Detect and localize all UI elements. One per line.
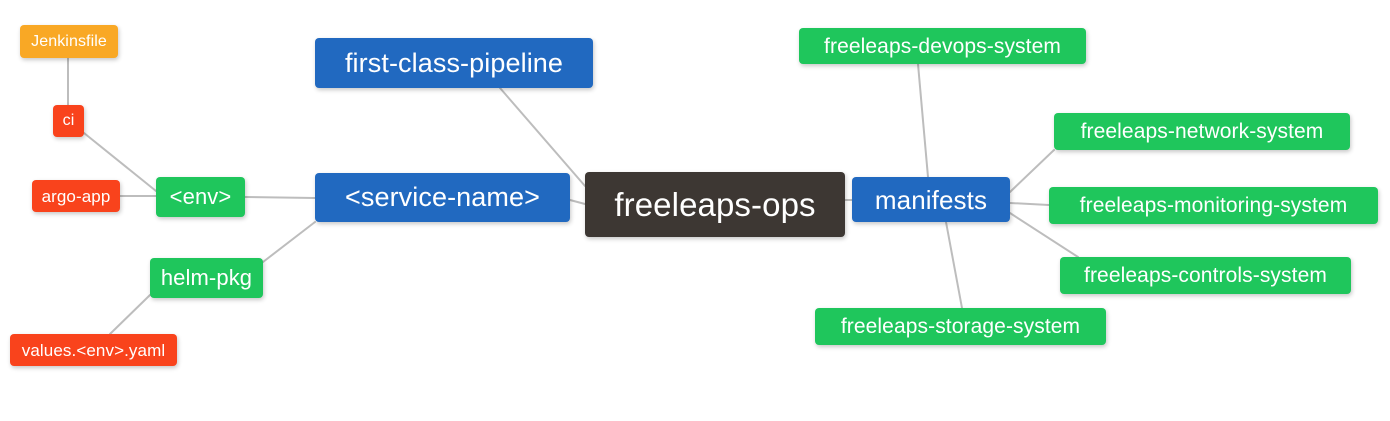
edge-freeleaps-ops-to-first-class-pipeline [499,87,586,187]
edge-helm-pkg-to-values-env-yaml [109,294,151,335]
node-freeleaps-ops[interactable]: freeleaps-ops [585,172,845,237]
node-label-first-class-pipeline: first-class-pipeline [344,47,564,78]
edge-manifests-to-freeleaps-network-system [1009,149,1055,193]
edge-service-name-to-env [244,196,316,199]
node-argo-app[interactable]: argo-app [32,180,120,212]
node-label-helm-pkg: helm-pkg [160,265,253,290]
node-freeleaps-monitoring-system[interactable]: freeleaps-monitoring-system [1049,187,1378,224]
node-freeleaps-storage-system[interactable]: freeleaps-storage-system [815,308,1106,345]
node-values-env-yaml[interactable]: values.<env>.yaml [10,334,177,366]
node-jenkinsfile[interactable]: Jenkinsfile [20,25,118,58]
node-freeleaps-network-system[interactable]: freeleaps-network-system [1054,113,1350,150]
edge-freeleaps-ops-to-service-name [569,199,586,205]
node-first-class-pipeline[interactable]: first-class-pipeline [315,38,593,88]
node-service-name[interactable]: <service-name> [315,173,570,222]
node-label-manifests: manifests [874,184,988,215]
edge-service-name-to-helm-pkg [262,221,316,263]
node-label-freeleaps-monitoring-system: freeleaps-monitoring-system [1079,194,1348,217]
node-ci[interactable]: ci [53,105,84,137]
node-label-freeleaps-storage-system: freeleaps-storage-system [840,315,1081,338]
node-freeleaps-devops-system[interactable]: freeleaps-devops-system [799,28,1086,64]
node-env[interactable]: <env> [156,177,245,217]
edge-manifests-to-freeleaps-monitoring-system [1009,202,1050,206]
node-freeleaps-controls-system[interactable]: freeleaps-controls-system [1060,257,1351,294]
node-helm-pkg[interactable]: helm-pkg [150,258,263,298]
node-label-jenkinsfile: Jenkinsfile [31,32,107,50]
node-label-freeleaps-controls-system: freeleaps-controls-system [1084,264,1327,287]
node-label-freeleaps-network-system: freeleaps-network-system [1080,120,1324,143]
edge-manifests-to-freeleaps-devops-system [917,63,929,178]
node-label-env: <env> [169,184,232,209]
node-manifests[interactable]: manifests [852,177,1010,222]
edge-manifests-to-freeleaps-storage-system [945,221,963,309]
node-label-argo-app: argo-app [41,186,111,206]
node-label-freeleaps-devops-system: freeleaps-devops-system [824,34,1061,58]
node-label-service-name: <service-name> [345,182,540,212]
node-label-ci: ci [62,112,75,129]
node-label-freeleaps-ops: freeleaps-ops [614,186,816,223]
node-label-values-env-yaml: values.<env>.yaml [21,340,166,360]
